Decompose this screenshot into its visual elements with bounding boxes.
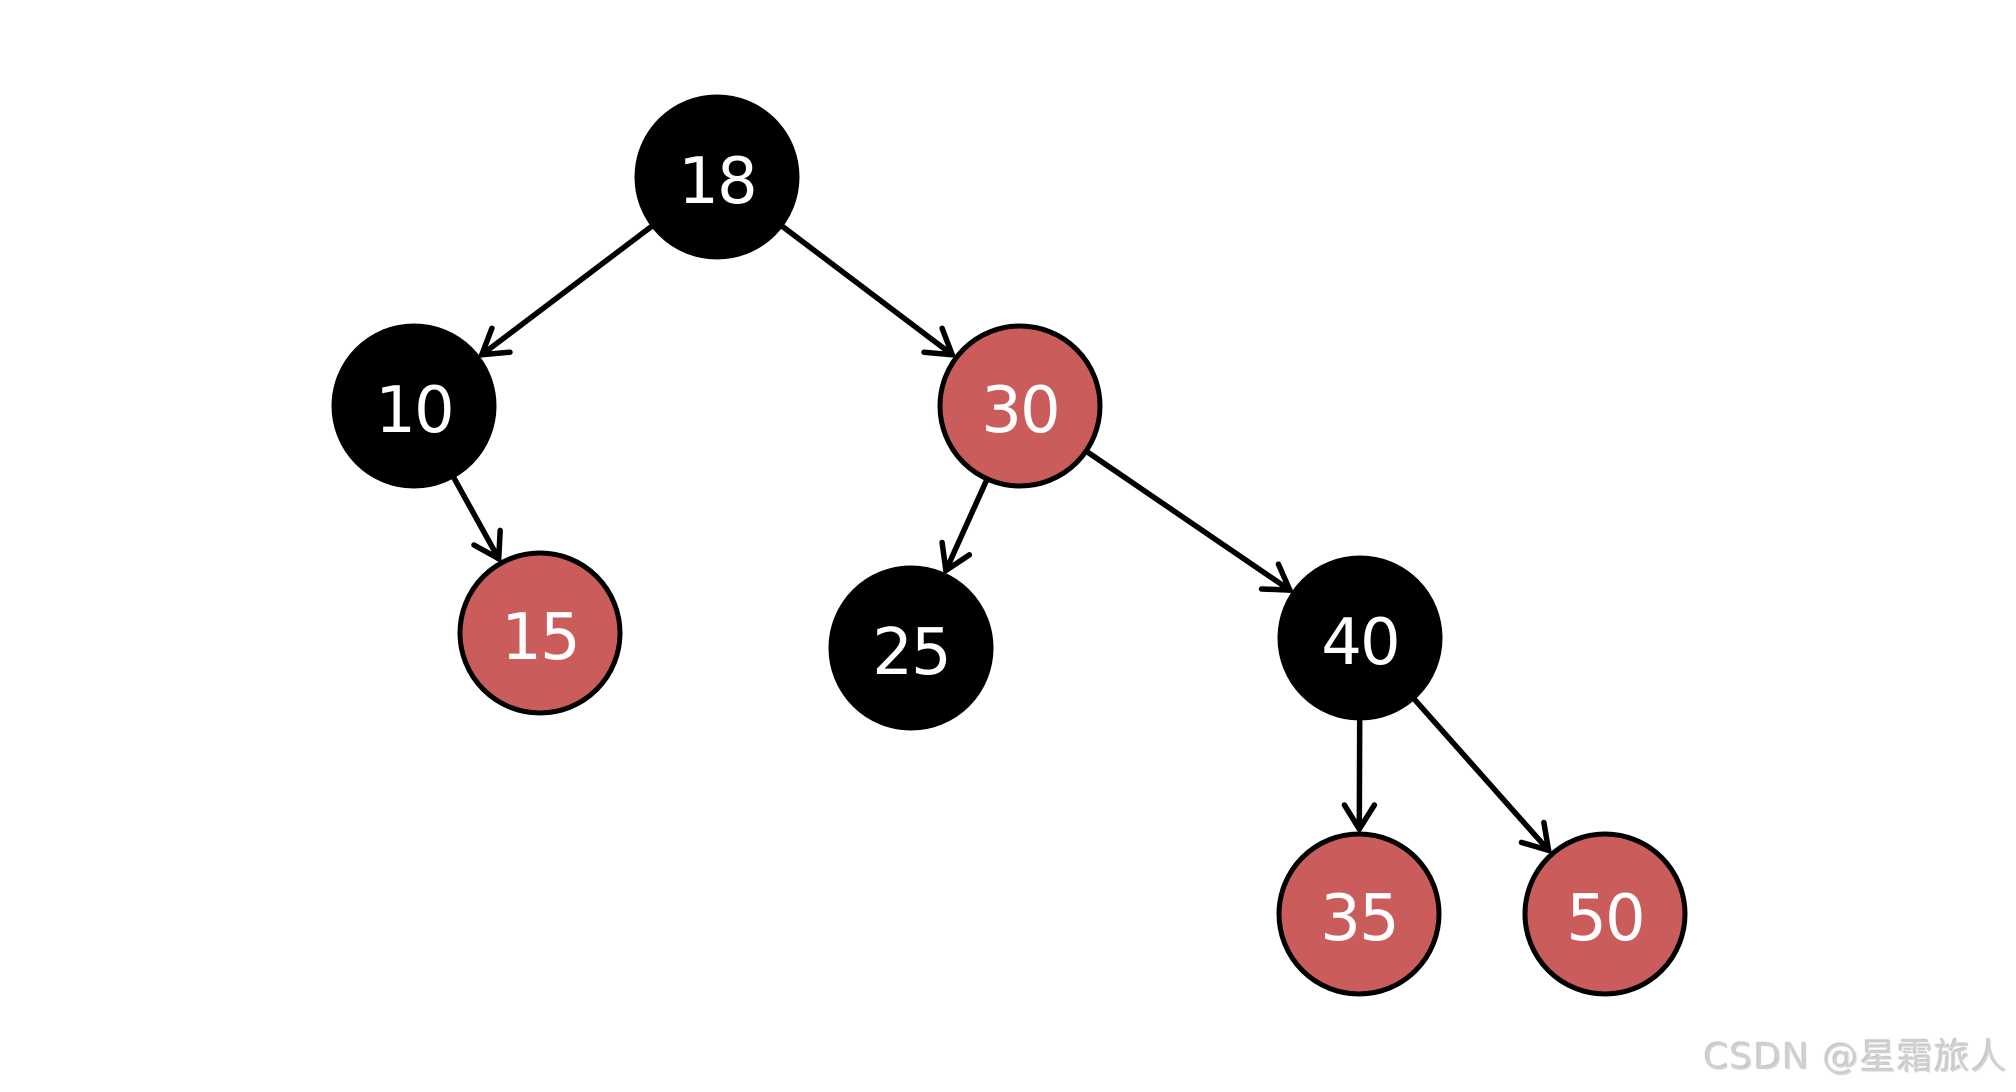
tree-edge-30-40 <box>1085 450 1293 593</box>
node-circle-15 <box>457 550 623 716</box>
node-circle-30 <box>937 323 1103 489</box>
tree-edge-40-50 <box>1412 697 1552 854</box>
tree-node-40: 40 <box>1277 555 1443 721</box>
tree-edge-30-25 <box>939 478 989 574</box>
tree-node-18: 18 <box>634 94 800 260</box>
tree-node-15: 15 <box>457 550 623 716</box>
tree-node-25: 25 <box>828 565 994 731</box>
tree-node-30: 30 <box>937 323 1103 489</box>
node-label-25: 25 <box>872 616 949 690</box>
tree-edge-18-30 <box>780 224 955 358</box>
node-circle-18 <box>634 94 800 260</box>
node-label-50: 50 <box>1566 882 1643 956</box>
node-label-10: 10 <box>375 374 452 448</box>
tree-node-50: 50 <box>1522 831 1688 997</box>
tree-edge-18-10 <box>479 224 654 358</box>
watermark: CSDN @星霜旅人 <box>1703 1037 2008 1078</box>
node-label-35: 35 <box>1320 882 1397 956</box>
node-circle-40 <box>1277 555 1443 721</box>
node-label-18: 18 <box>678 145 755 219</box>
node-circle-50 <box>1522 831 1688 997</box>
node-label-15: 15 <box>501 601 578 675</box>
node-circle-10 <box>331 323 497 489</box>
tree-nodes: 18 10 30 15 25 40 35 50 <box>331 94 1688 997</box>
node-label-40: 40 <box>1321 606 1398 680</box>
node-circle-35 <box>1276 831 1442 997</box>
node-circle-25 <box>828 565 994 731</box>
node-label-30: 30 <box>981 374 1058 448</box>
tree-edge-10-15 <box>451 475 503 562</box>
tree-node-10: 10 <box>331 323 497 489</box>
tree-edges <box>451 224 1552 854</box>
tree-node-35: 35 <box>1276 831 1442 997</box>
